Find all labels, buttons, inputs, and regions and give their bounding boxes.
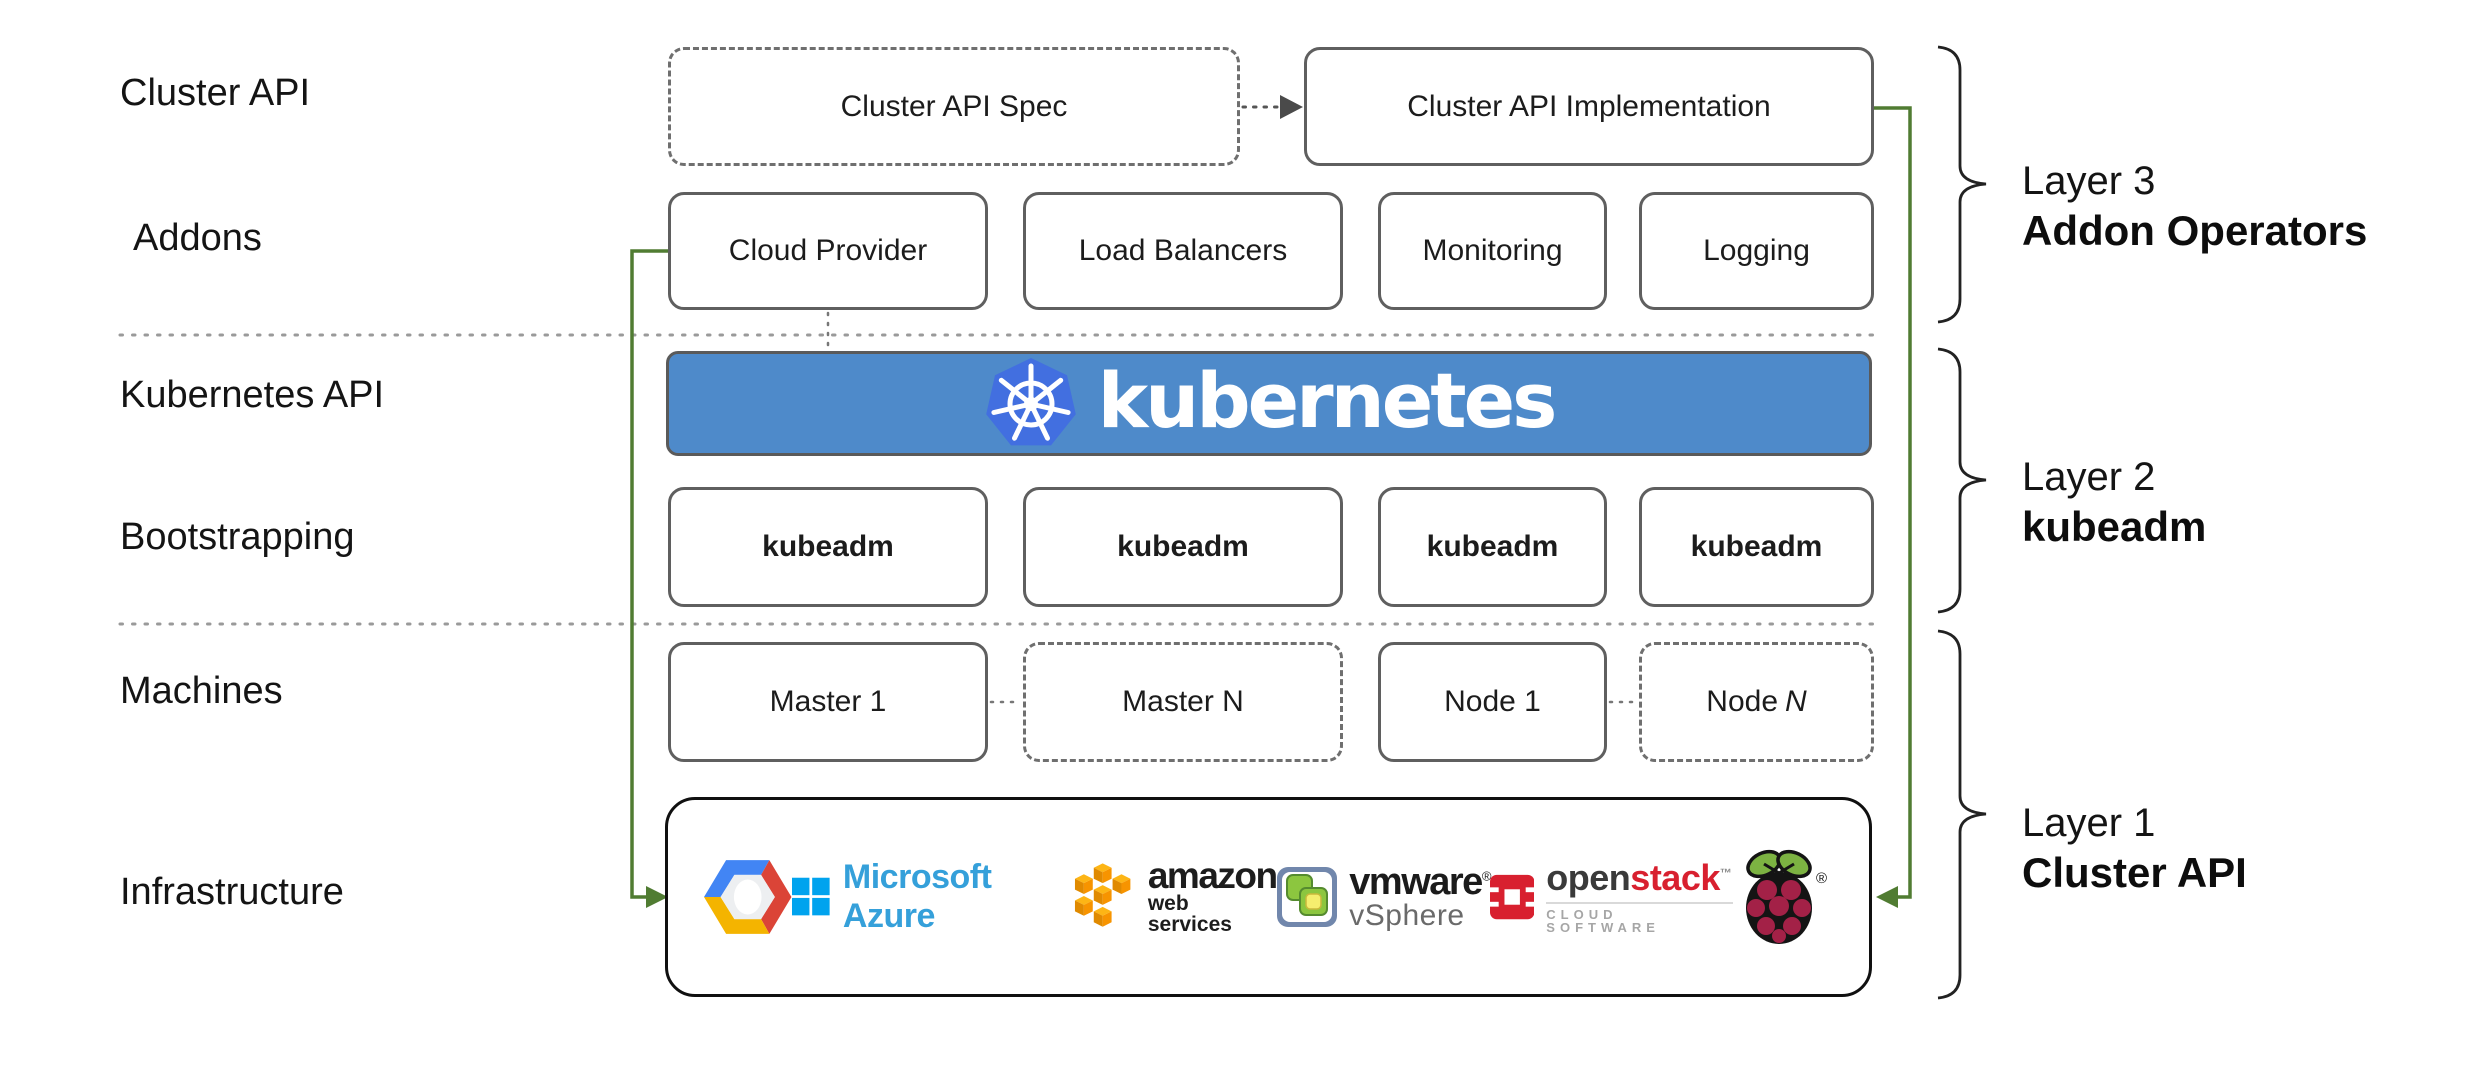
layer1-brace — [1937, 629, 1987, 1000]
microsoft-azure-logo: Microsoft Azure — [792, 858, 1070, 936]
microsoft-window-icon — [792, 877, 830, 916]
kubernetes-wordmark: kubernetes — [1097, 355, 1558, 445]
addon-box-load-balancers: Load Balancers — [1023, 192, 1343, 310]
aws-logo: amazon web services — [1071, 855, 1278, 936]
infrastructure-box: Microsoft Azure amazon web services — [665, 797, 1872, 997]
layer2-subtitle: kubeadm — [2022, 503, 2207, 550]
amazon-wordmark: amazon — [1147, 855, 1278, 897]
web-services-wordmark: web services — [1147, 891, 1232, 936]
addon-box-monitoring: Monitoring — [1378, 192, 1607, 310]
openstack-tm-mark: ™ — [1719, 866, 1732, 880]
layer1-subtitle: Cluster API — [2022, 849, 2247, 896]
layer3-brace — [1937, 45, 1987, 324]
row-label-addons: Addons — [133, 217, 262, 259]
kubeadm-box-2: kubeadm — [1023, 487, 1343, 607]
row-label-machines: Machines — [120, 670, 283, 712]
layer3-label: Layer 3 Addon Operators — [2022, 156, 2367, 256]
right-green-arrowhead — [1876, 886, 1898, 908]
layer3-title: Layer 3 — [2022, 159, 2156, 203]
raspberry-pi-logo: ® — [1733, 847, 1833, 947]
cluster-api-spec-box: Cluster API Spec — [668, 47, 1240, 166]
rpi-reg-mark: ® — [1816, 870, 1827, 887]
openstack-logo: openstack™ CLOUD SOFTWARE — [1489, 857, 1733, 934]
impl-to-infra-line — [1874, 106, 1912, 899]
layer3-subtitle: Addon Operators — [2022, 207, 2368, 254]
vmware-reg-mark: ® — [1481, 868, 1492, 884]
layer1-label: Layer 1 Cluster API — [2022, 798, 2247, 898]
row-label-infrastructure: Infrastructure — [120, 871, 344, 913]
azure-wordmark: Microsoft Azure — [842, 858, 992, 935]
openstack-subtext: CLOUD SOFTWARE — [1546, 902, 1733, 934]
machine-box-master-1: Master 1 — [668, 642, 988, 762]
aws-cubes-icon — [1074, 863, 1130, 927]
addon-box-logging: Logging — [1639, 192, 1874, 310]
vsphere-wordmark: vSphere — [1349, 899, 1465, 932]
kubeadm-box-3: kubeadm — [1378, 487, 1607, 607]
raspberry-pi-icon: ® — [1746, 849, 1827, 944]
vsphere-icon — [1277, 867, 1338, 927]
layer1-title: Layer 1 — [2022, 801, 2156, 845]
vmware-vsphere-logo: vmware® vSphere — [1277, 861, 1492, 932]
kubernetes-logo-icon — [985, 357, 1076, 445]
addon-box-cloud-provider: Cloud Provider — [668, 192, 988, 310]
kubernetes-banner: kubernetes — [666, 351, 1872, 456]
spec-to-impl-arrowhead — [1280, 95, 1303, 119]
cloudprovider-to-infra-line — [630, 249, 668, 899]
machine-box-master-n: Master N — [1023, 642, 1343, 762]
node-n-prefix: Node — [1706, 685, 1779, 718]
openstack-icon — [1489, 874, 1535, 920]
layer2-label: Layer 2 kubeadm — [2022, 452, 2206, 552]
machine-box-node-1: Node 1 — [1378, 642, 1607, 762]
cluster-api-implementation-box: Cluster API Implementation — [1304, 47, 1874, 166]
node-n-italic-suffix: N — [1785, 685, 1807, 718]
row-label-kubernetes-api: Kubernetes API — [120, 374, 385, 416]
row-label-cluster-api: Cluster API — [120, 72, 311, 114]
layer2-brace — [1937, 347, 1987, 614]
openstack-wordmark: openstack™ — [1546, 857, 1732, 898]
layer2-title: Layer 2 — [2022, 455, 2156, 499]
row-label-bootstrapping: Bootstrapping — [120, 516, 355, 558]
kubeadm-box-1: kubeadm — [668, 487, 988, 607]
kubeadm-box-4: kubeadm — [1639, 487, 1874, 607]
vmware-wordmark: vmware® — [1349, 861, 1492, 903]
google-cloud-icon — [704, 860, 792, 934]
